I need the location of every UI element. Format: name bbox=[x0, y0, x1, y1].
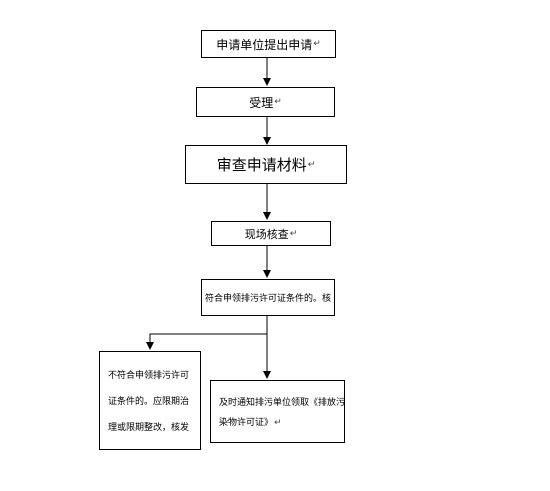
step-apply-box: 申请单位提出申请↵ bbox=[201, 30, 336, 58]
outcome-reject-line: 理或限期整改，核发 bbox=[108, 422, 190, 433]
paragraph-mark-icon: ↵ bbox=[274, 97, 282, 107]
step-qualify-box: 符合申领排污许可证条件的。核 bbox=[201, 279, 335, 316]
outcome-reject-box: 不符合申领排污许可 证条件的。应限期治 理或限期整改，核发 bbox=[99, 351, 201, 450]
outcome-issue-line-text: 染物许可证》 bbox=[219, 418, 274, 429]
step-qualify-label: 符合申领排污许可证条件的。核 bbox=[204, 294, 331, 304]
outcome-issue-line: 染物许可证》↵ bbox=[219, 415, 282, 428]
outcome-reject-line: 证条件的。应限期治 bbox=[108, 396, 190, 407]
step-accept-box: 受理↵ bbox=[196, 87, 335, 117]
paragraph-mark-icon: ↵ bbox=[289, 228, 298, 239]
outcome-issue-line: 及时通知排污单位领取《排放污 bbox=[219, 397, 346, 408]
step-inspect-box: 现场核查↵ bbox=[211, 221, 331, 246]
step-accept-label: 受理 bbox=[249, 95, 274, 110]
outcome-issue-box: 及时通知排污单位领取《排放污 染物许可证》↵ bbox=[210, 380, 345, 443]
step-review-box: 审查申请材料↵ bbox=[185, 145, 347, 184]
arrow-qualify-to-reject bbox=[146, 333, 267, 350]
step-apply-label: 申请单位提出申请 bbox=[216, 37, 313, 52]
step-inspect-label: 现场核查 bbox=[244, 227, 289, 241]
paragraph-mark-icon: ↵ bbox=[313, 39, 321, 49]
outcome-reject-line: 不符合申领排污许可 bbox=[108, 371, 190, 382]
step-review-label: 审查申请材料 bbox=[216, 156, 307, 174]
paragraph-mark-icon: ↵ bbox=[274, 418, 282, 429]
paragraph-mark-icon: ↵ bbox=[307, 159, 316, 170]
